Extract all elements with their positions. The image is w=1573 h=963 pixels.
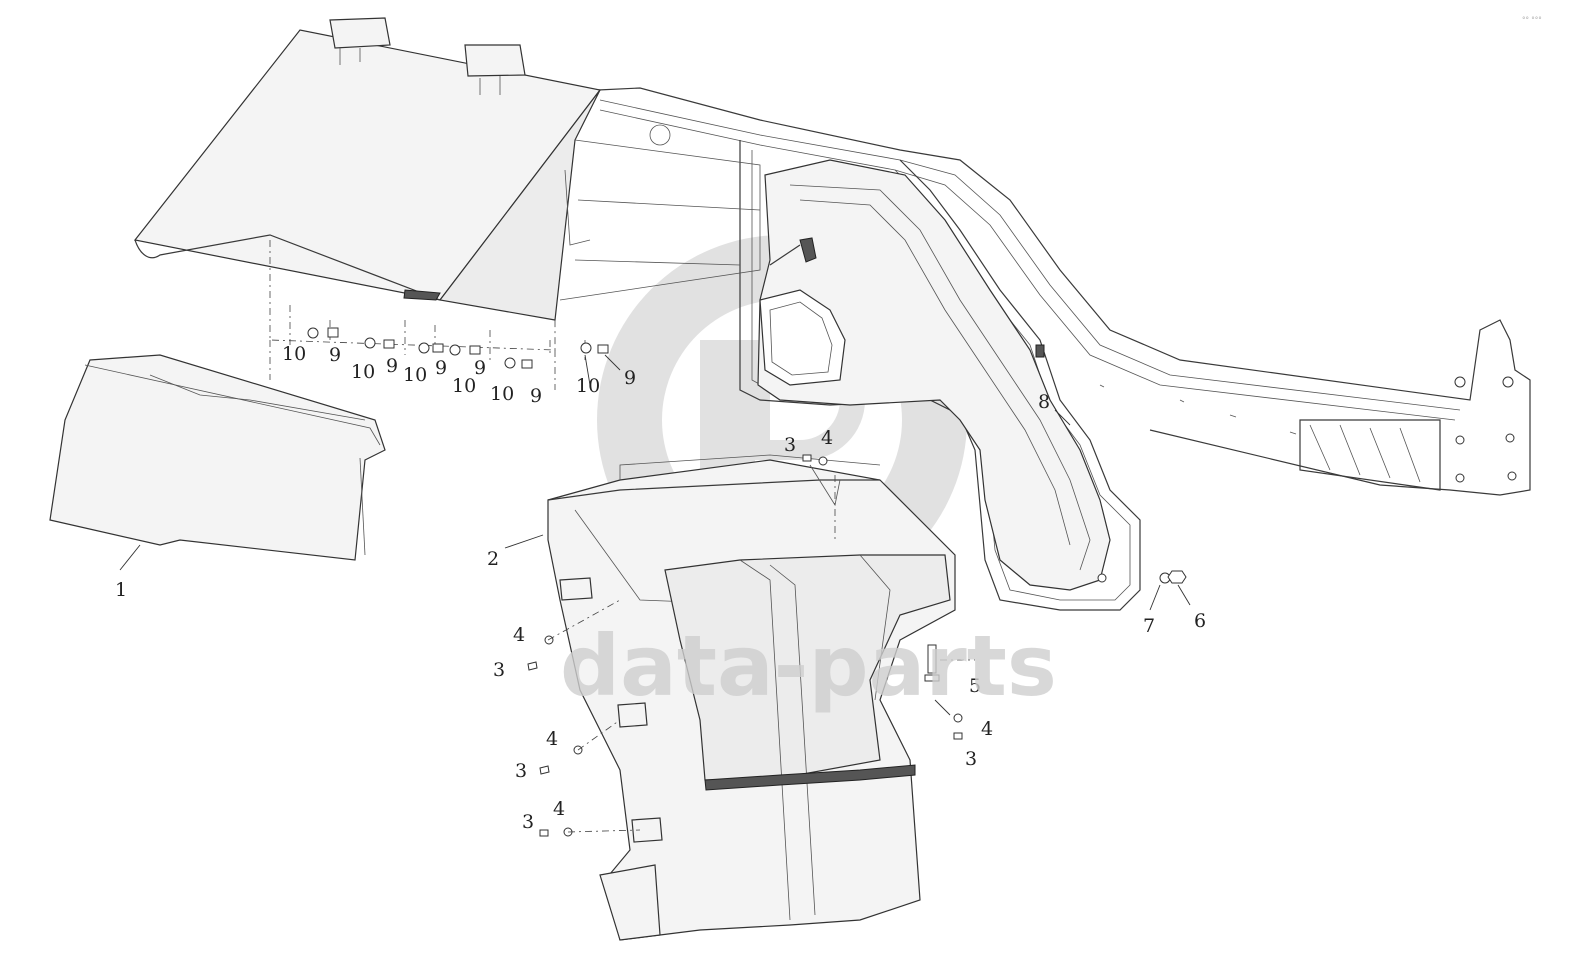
- corner-mark: °° °°°: [1522, 16, 1542, 24]
- callout-10: 10: [576, 375, 600, 397]
- callout-5: 5: [969, 675, 981, 697]
- hardware-small: [527, 454, 1187, 837]
- fasteners-9-10: [289, 305, 609, 369]
- callout-labels: 1 2 3 4 3 4 3 4 3 4 5 4 3 6 7 8 10 9 10 …: [115, 343, 1206, 833]
- callout-3: 3: [784, 434, 796, 456]
- callout-9: 9: [386, 355, 398, 377]
- upper-cover-panel: [133, 17, 761, 351]
- callout-9: 9: [530, 385, 542, 407]
- callout-9: 9: [474, 357, 486, 379]
- callout-10: 10: [452, 375, 476, 397]
- callout-10: 10: [403, 364, 427, 386]
- callout-3: 3: [493, 659, 505, 681]
- callout-4: 4: [553, 798, 565, 820]
- part-1-panel: [49, 340, 556, 561]
- callout-3: 3: [515, 760, 527, 782]
- callout-9: 9: [329, 344, 341, 366]
- callout-7: 7: [1143, 615, 1155, 637]
- callout-2: 2: [487, 548, 499, 570]
- callout-9: 9: [624, 367, 636, 389]
- callout-10: 10: [490, 383, 514, 405]
- callout-4: 4: [821, 427, 833, 449]
- callout-4: 4: [981, 718, 993, 740]
- callout-8: 8: [1038, 391, 1050, 413]
- callout-10: 10: [282, 343, 306, 365]
- callout-4: 4: [546, 728, 558, 750]
- callout-3: 3: [965, 748, 977, 770]
- watermark-text: data-parts: [560, 617, 1057, 715]
- leader-lines: [119, 354, 1191, 716]
- callout-9: 9: [435, 357, 447, 379]
- callout-4: 4: [513, 624, 525, 646]
- callout-3: 3: [522, 811, 534, 833]
- callout-10: 10: [351, 361, 375, 383]
- callout-6: 6: [1194, 610, 1206, 632]
- part-2-liner: [547, 454, 956, 941]
- body-frame: [597, 87, 1531, 611]
- callout-1: 1: [115, 579, 127, 601]
